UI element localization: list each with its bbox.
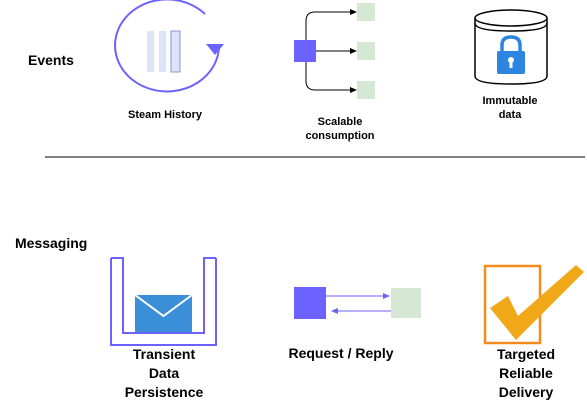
envelope-in-bucket-icon xyxy=(110,257,217,346)
section-label-events: Events xyxy=(28,52,74,68)
stream-history-icon xyxy=(114,0,224,93)
caption-line: Scalable xyxy=(317,116,363,128)
caption-stream-history: Steam History xyxy=(128,109,202,121)
caption-line: Delivery xyxy=(498,384,554,400)
caption-targeted-reliable-delivery: Targeted Reliable Delivery xyxy=(478,345,574,402)
fan-out-icon xyxy=(294,3,375,99)
caption-line: Data xyxy=(148,365,180,381)
caption-line: Reliable xyxy=(499,365,553,381)
caption-line: Immutable xyxy=(482,95,538,107)
caption-immutable-data: Immutable data xyxy=(465,94,555,122)
caption-scalable-consumption: Scalable consumption xyxy=(290,115,390,143)
caption-line: Persistence xyxy=(124,384,204,400)
checkmark-icon xyxy=(483,264,584,345)
caption-line: Transient xyxy=(132,346,196,362)
caption-line: data xyxy=(498,109,522,121)
caption-line: Targeted xyxy=(496,346,556,362)
section-label-messaging: Messaging xyxy=(15,235,88,251)
locked-database-icon xyxy=(474,9,548,85)
caption-request-reply: Request / Reply xyxy=(288,345,394,361)
request-reply-icon xyxy=(294,287,421,319)
caption-line: consumption xyxy=(305,130,375,142)
caption-transient-data-persistence: Transient Data Persistence xyxy=(108,345,220,402)
